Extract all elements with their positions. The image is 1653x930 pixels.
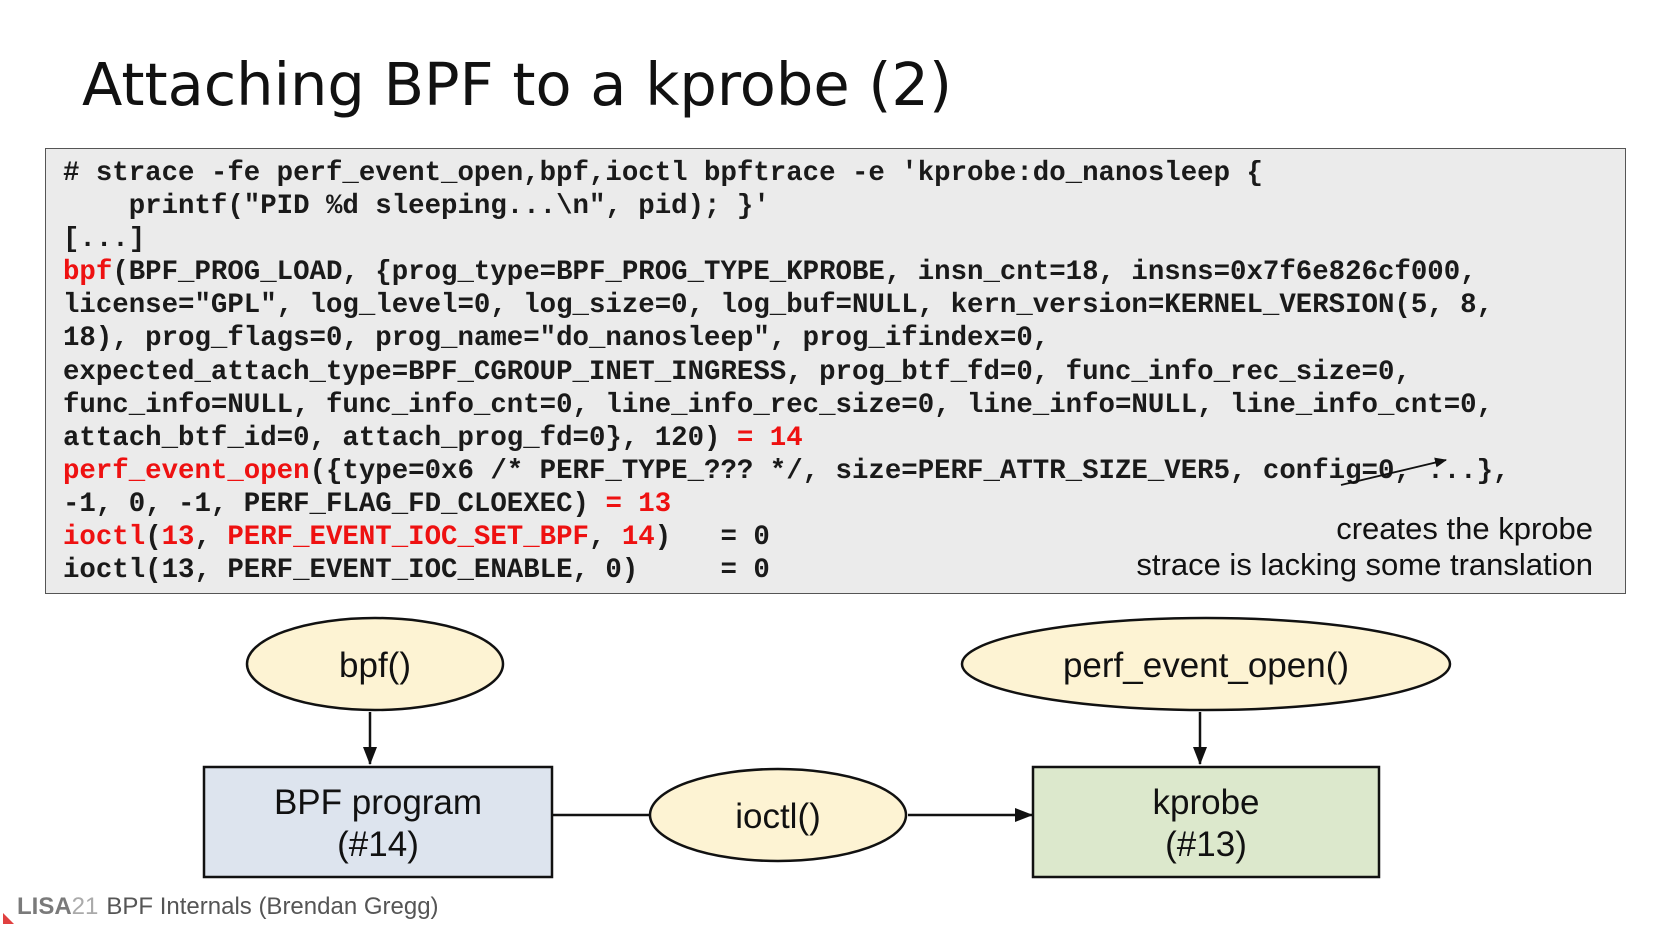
node-ioctl-label: ioctl(): [735, 797, 821, 836]
code-line: expected_attach_type=BPF_CGROUP_INET_ING…: [63, 356, 1411, 388]
perf-result-args: -1, 0, -1, PERF_FLAG_FD_CLOEXEC): [63, 488, 606, 520]
code-line-bpf-result: attach_btf_id=0, attach_prog_fd=0}, 120)…: [63, 423, 803, 454]
footer-brand: LISA: [17, 893, 72, 920]
ioctl-set-bpf-token-highlight: PERF_EVENT_IOC_SET_BPF: [227, 522, 589, 554]
note-creates-kprobe: creates the kprobe: [1336, 511, 1593, 546]
strace-output: # strace -fe perf_event_open,bpf,ioctl b…: [63, 157, 1509, 587]
code-line-perf-result: -1, 0, -1, PERF_FLAG_FD_CLOEXEC) = 13: [63, 489, 671, 520]
code-line: # strace -fe perf_event_open,bpf,ioctl b…: [63, 158, 1263, 189]
node-bpf-program-id: (#14): [337, 825, 419, 864]
footer-text: BPF Internals (Brendan Gregg): [106, 893, 439, 920]
perf-return-value: = 13: [605, 488, 672, 520]
ioctl-set-bpf-token: ,: [194, 522, 228, 554]
code-line-bpf-call: bpf(BPF_PROG_LOAD, {prog_type=BPF_PROG_T…: [63, 257, 1477, 288]
node-perf-event-open-label: perf_event_open(): [1063, 646, 1349, 685]
ioctl-set-bpf-token: (: [145, 522, 162, 554]
footer: LISA21 BPF Internals (Brendan Gregg): [17, 893, 439, 921]
code-line-perf-call: perf_event_open({type=0x6 /* PERF_TYPE_?…: [63, 456, 1509, 487]
code-line-ioctl-enable: ioctl(13, PERF_EVENT_IOC_ENABLE, 0) = 0: [63, 555, 770, 587]
code-line: license="GPL", log_level=0, log_size=0, …: [63, 290, 1494, 322]
node-bpf-program-label: BPF program: [274, 783, 482, 822]
node-kprobe-id: (#13): [1165, 825, 1247, 864]
perf-syscall-name: perf_event_open: [63, 455, 310, 487]
ioctl-set-bpf-token-highlight: ioctl: [63, 522, 146, 554]
node-kprobe-label: kprobe: [1152, 783, 1259, 822]
node-kprobe: kprobe (#13): [1031, 765, 1381, 879]
slide-title: Attaching BPF to a kprobe (2): [82, 50, 952, 119]
node-bpf-program: BPF program (#14): [202, 765, 554, 879]
ioctl-set-bpf-token-highlight: 13: [161, 522, 195, 554]
code-line-ioctl-set-bpf: ioctl(13, PERF_EVENT_IOC_SET_BPF, 14) = …: [63, 522, 770, 553]
code-line: [...]: [63, 224, 146, 256]
node-ioctl: ioctl(): [648, 767, 908, 863]
bpf-syscall-name: bpf: [63, 257, 113, 289]
ioctl-set-bpf-token-highlight: 14: [621, 522, 655, 554]
bpf-syscall-args: (BPF_PROG_LOAD, {prog_type=BPF_PROG_TYPE…: [112, 257, 1477, 289]
code-line: printf("PID %d sleeping...\n", pid); }': [63, 191, 770, 223]
perf-syscall-args: ({type=0x6 /* PERF_TYPE_??? */, size=PER…: [309, 455, 1510, 487]
bpf-result-args: attach_btf_id=0, attach_prog_fd=0}, 120): [63, 422, 737, 454]
footer-brand-number: 21: [71, 893, 99, 920]
node-perf-event-open: perf_event_open(): [960, 616, 1452, 712]
corner-mark-icon: [3, 913, 14, 924]
annotation-arrow: [1340, 457, 1447, 486]
strace-output-panel: # strace -fe perf_event_open,bpf,ioctl b…: [45, 148, 1626, 594]
node-bpf-syscall-label: bpf(): [339, 646, 411, 685]
code-line: func_info=NULL, func_info_cnt=0, line_in…: [63, 389, 1494, 421]
node-bpf-syscall: bpf(): [245, 616, 505, 712]
note-strace-lacking: strace is lacking some translation: [1136, 547, 1593, 582]
bpf-return-value: = 14: [736, 422, 803, 454]
ioctl-set-bpf-token: ,: [589, 522, 622, 554]
ioctl-set-bpf-token: ) = 0: [654, 522, 770, 554]
code-line: 18), prog_flags=0, prog_name="do_nanosle…: [63, 323, 1050, 355]
